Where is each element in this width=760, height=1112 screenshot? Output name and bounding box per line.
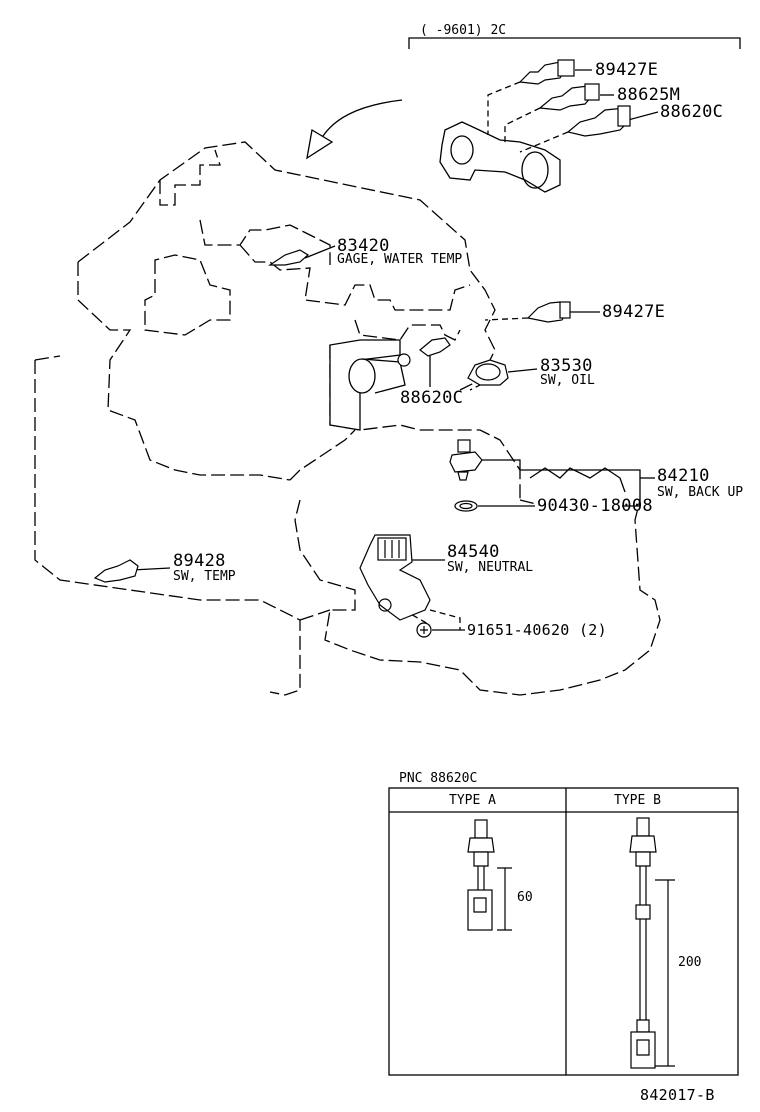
location-arrow [317,99,403,146]
applicability-label: ( -9601) 2C [420,23,507,38]
type-b-sensor [629,817,675,1069]
neutral-switch-84540 [359,534,432,638]
back-up-harness [529,467,626,493]
part-number-89428[interactable]: 89428 [173,551,226,571]
part-number-83420[interactable]: 83420 [337,236,390,256]
inset-column-type-a: TYPE A [449,793,496,808]
part-desc-83420: GAGE, WATER TEMP [337,252,463,267]
part-number-88625m[interactable]: 88625M [617,85,681,105]
sensor-89427e-mid [526,301,571,323]
part-number-90430-18008[interactable]: 90430-18008 [537,496,653,516]
water-outlet-housing [439,121,561,193]
type-b-dimension: 200 [678,955,702,970]
diagram-code: 842017-B [640,1086,715,1104]
part-desc-84210: SW, BACK UP [657,485,744,500]
sensor-89427e-top [518,59,575,85]
part-number-83530[interactable]: 83530 [540,356,593,376]
part-number-84210[interactable]: 84210 [657,466,710,486]
applicability-bracket [408,37,741,49]
oil-switch-83530 [467,359,509,386]
inset-column-type-b: TYPE B [614,793,661,808]
part-number-88620c-housing[interactable]: 88620C [400,388,464,408]
sensor-83420 [268,249,310,266]
engine-housing [329,339,406,431]
part-number-91651-40620[interactable]: 91651-40620 (2) [467,621,607,639]
sensor-88620c-housing [397,337,451,367]
inset-title: PNC 88620C [399,771,478,786]
temp-switch-89428 [93,559,139,583]
back-up-switch-84210 [449,439,483,512]
part-desc-89428: SW, TEMP [173,569,236,584]
part-number-88620c-top[interactable]: 88620C [660,102,724,122]
part-number-89427e-mid[interactable]: 89427E [602,302,666,322]
arrow-head [306,128,334,160]
sensor-88625m [538,83,600,111]
part-number-89427e-top[interactable]: 89427E [595,60,659,80]
part-number-84540[interactable]: 84540 [447,542,500,562]
type-a-dimension: 60 [517,890,533,905]
type-a-sensor [467,819,512,931]
part-desc-84540: SW, NEUTRAL [447,560,534,575]
inset-table [388,787,739,1076]
part-desc-83530: SW, OIL [540,373,595,388]
leader-lines [131,69,659,631]
sensor-88620c-top [566,105,631,137]
